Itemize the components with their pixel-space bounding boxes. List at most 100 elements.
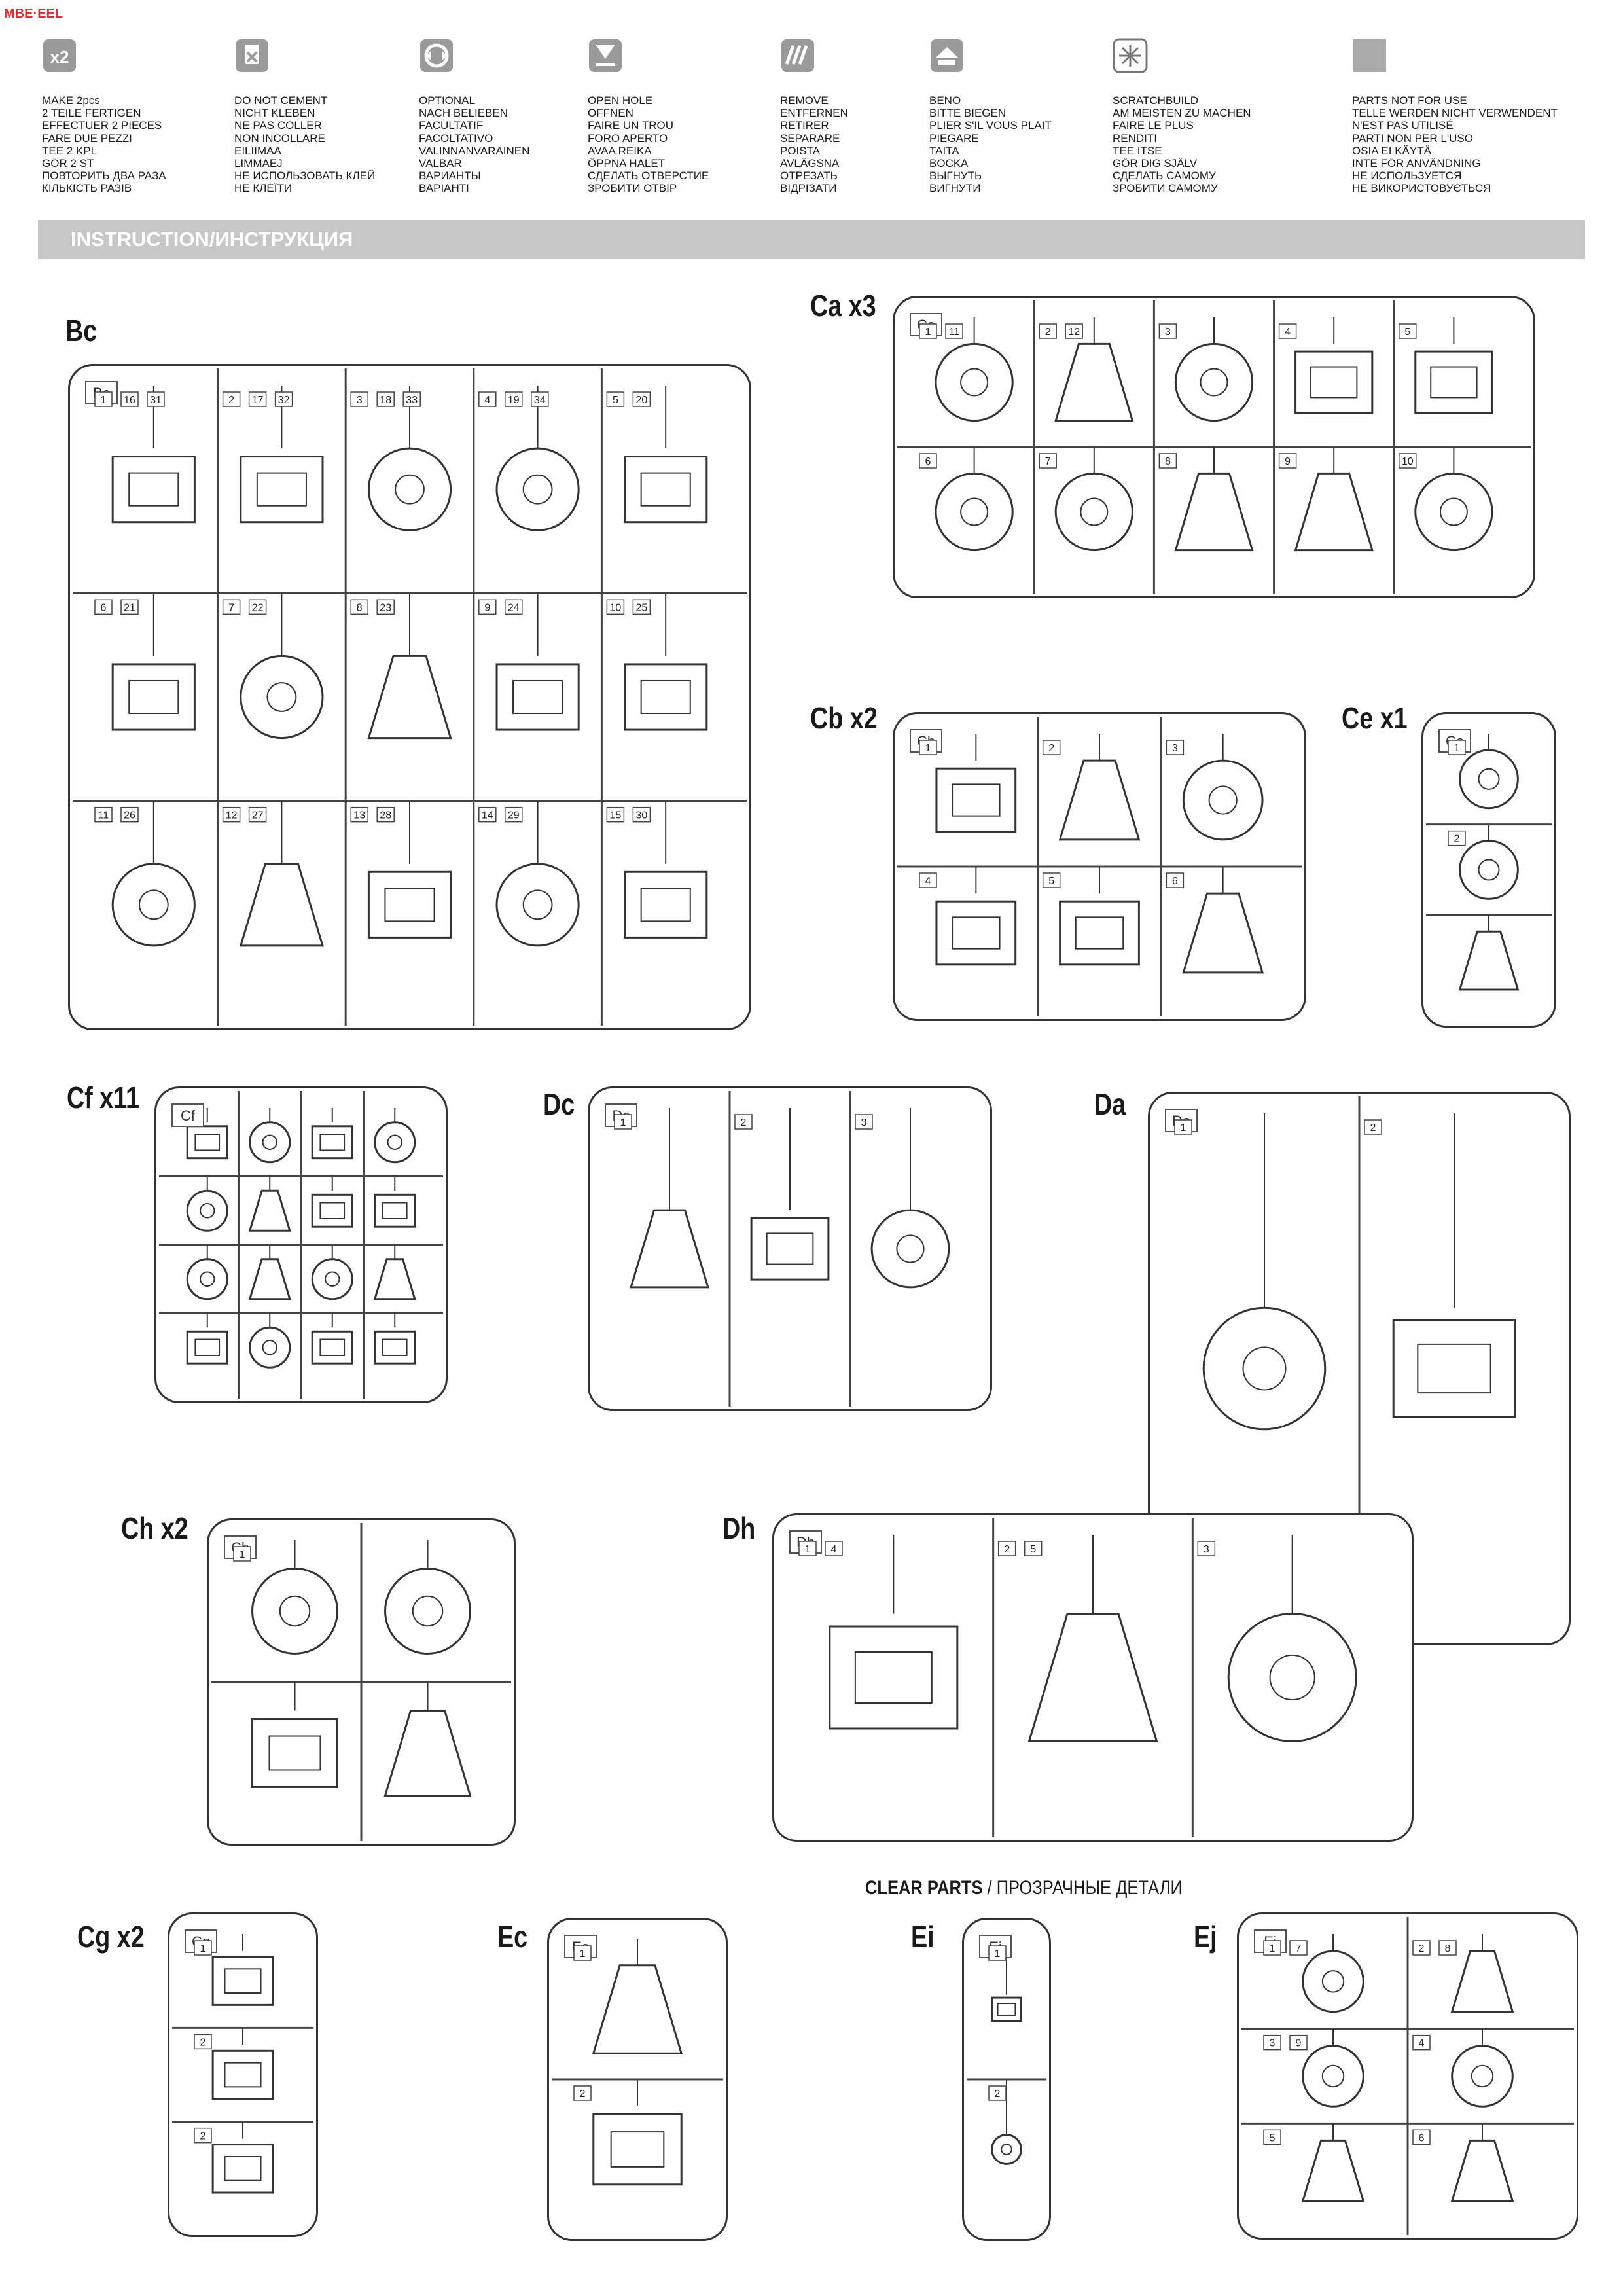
- part-number: 5: [1399, 323, 1417, 339]
- svg-text:5: 5: [1404, 327, 1410, 338]
- part-number: 8: [1438, 1940, 1457, 1956]
- sprue-ce: Ce12: [1421, 712, 1556, 1028]
- svg-text:6: 6: [101, 602, 107, 613]
- sprue-part: [1054, 317, 1134, 422]
- sprue-part: [592, 1939, 683, 2054]
- svg-text:15: 15: [610, 810, 622, 821]
- sprue-label-da: Da: [1094, 1087, 1126, 1121]
- sprue-drawing: Cf: [159, 1091, 443, 1399]
- svg-text:3: 3: [1172, 743, 1178, 754]
- legend-line: GÖR 2 ST: [42, 157, 94, 170]
- svg-text:10: 10: [610, 602, 622, 613]
- remove-icon: [780, 38, 815, 73]
- sprue-part: [383, 1682, 472, 1797]
- sprue-part: [630, 1108, 709, 1289]
- part-number: 19: [505, 391, 523, 407]
- legend-line: TEE 2 KPL: [42, 144, 98, 157]
- svg-text:4: 4: [1285, 327, 1291, 338]
- legend-line: SEPARARE: [780, 132, 840, 145]
- legend-line: OPTIONAL: [419, 94, 475, 107]
- part-number: 10: [606, 599, 625, 615]
- part-number: 24: [505, 599, 523, 615]
- svg-text:7: 7: [1296, 1943, 1302, 1954]
- sprue-part: [311, 1245, 353, 1300]
- sprue-cf: Cf: [154, 1086, 448, 1403]
- sprue-label-dc: Dc: [543, 1087, 575, 1121]
- legend-line: PARTI NON PER L'USO: [1352, 132, 1473, 145]
- sprue-label-bc: Bc: [65, 314, 98, 348]
- part-number: 2: [1448, 830, 1466, 846]
- sprue-part: [1302, 1934, 1364, 2013]
- legend-line: RENDITI: [1113, 132, 1157, 145]
- part-number: 26: [120, 806, 139, 823]
- sprue-tag: Cf: [171, 1103, 204, 1127]
- svg-text:11: 11: [949, 327, 960, 338]
- part-number: 5: [1024, 1541, 1043, 1556]
- legend-line: ВИГНУТИ: [929, 182, 981, 195]
- svg-text:9: 9: [1296, 2038, 1302, 2049]
- sprue-label-cb: Cb x2: [810, 701, 878, 735]
- part-number: 3: [855, 1114, 873, 1130]
- part-number: 22: [248, 599, 267, 615]
- part-number: 3: [1263, 2034, 1281, 2051]
- sprue-part: [211, 2028, 274, 2100]
- svg-text:1: 1: [240, 1549, 245, 1560]
- sprue-part: [1451, 2028, 1514, 2108]
- sprue-part: [186, 1176, 228, 1232]
- svg-text:1: 1: [101, 395, 107, 406]
- part-number: 12: [222, 806, 241, 823]
- sprue-part: [1302, 2028, 1364, 2108]
- legend-line: VALINNANVARAINEN: [419, 144, 530, 157]
- sprue-part: [367, 800, 452, 939]
- part-number: 7: [1039, 453, 1057, 469]
- sprue-part: [624, 593, 708, 731]
- part-number: 1: [1174, 1119, 1192, 1135]
- svg-text:2: 2: [1370, 1122, 1376, 1134]
- not-for-use-icon: [1352, 38, 1387, 73]
- sprue-part: [495, 800, 580, 947]
- part-number: 2: [573, 2085, 592, 2101]
- part-number: 3: [350, 391, 368, 407]
- svg-text:31: 31: [150, 395, 162, 406]
- legend-line: НЕ ВИКОРИСТОВУЄТЬСЯ: [1352, 182, 1491, 195]
- sprue-part: [1459, 734, 1519, 810]
- sprue-part: [935, 447, 1014, 552]
- svg-text:5: 5: [613, 395, 618, 406]
- part-number: 1: [919, 740, 937, 755]
- part-number: 29: [505, 806, 523, 823]
- sprue-label-ec: Ec: [497, 1920, 528, 1954]
- svg-text:5: 5: [1270, 2132, 1275, 2144]
- legend-line: НЕ ИСПОЛЬЗОВАТЬ КЛЕЙ: [234, 170, 376, 183]
- sprue-drawing: Bc12345678910111213141516171819202122232…: [73, 368, 747, 1026]
- legend-line: NE PAS COLLER: [234, 119, 322, 132]
- legend-line: ВІДРІЗАТИ: [780, 182, 837, 195]
- sprue-part: [249, 1313, 291, 1369]
- sprue-part: [367, 386, 452, 531]
- svg-text:1: 1: [995, 1948, 1001, 1960]
- svg-text:13: 13: [353, 810, 365, 821]
- part-number: 1: [919, 323, 937, 339]
- legend-line: СДЕЛАТЬ САМОМУ: [1113, 170, 1216, 183]
- legend-line: PIEGARE: [929, 132, 979, 145]
- svg-text:28: 28: [380, 810, 391, 821]
- svg-text:1: 1: [805, 1544, 811, 1555]
- sprue-part: [750, 1108, 830, 1281]
- legend-line: AVAA REIKA: [588, 144, 652, 157]
- svg-text:14: 14: [482, 810, 493, 821]
- sprue-part: [1182, 867, 1264, 974]
- svg-text:5: 5: [1030, 1544, 1036, 1555]
- sprue-part: [251, 1682, 338, 1788]
- part-number: 14: [478, 806, 497, 823]
- legend-line: FARE DUE PEZZI: [42, 132, 132, 145]
- sprue-label-cf: Cf x11: [67, 1081, 140, 1115]
- sprue-part: [935, 317, 1014, 422]
- svg-text:8: 8: [357, 602, 363, 613]
- sprue-label-ei: Ei: [911, 1920, 935, 1954]
- part-number: 23: [376, 599, 395, 615]
- svg-text:2: 2: [995, 2089, 1001, 2100]
- sprue-label-ce: Ce x1: [1342, 701, 1408, 735]
- part-number: 5: [1263, 2129, 1281, 2145]
